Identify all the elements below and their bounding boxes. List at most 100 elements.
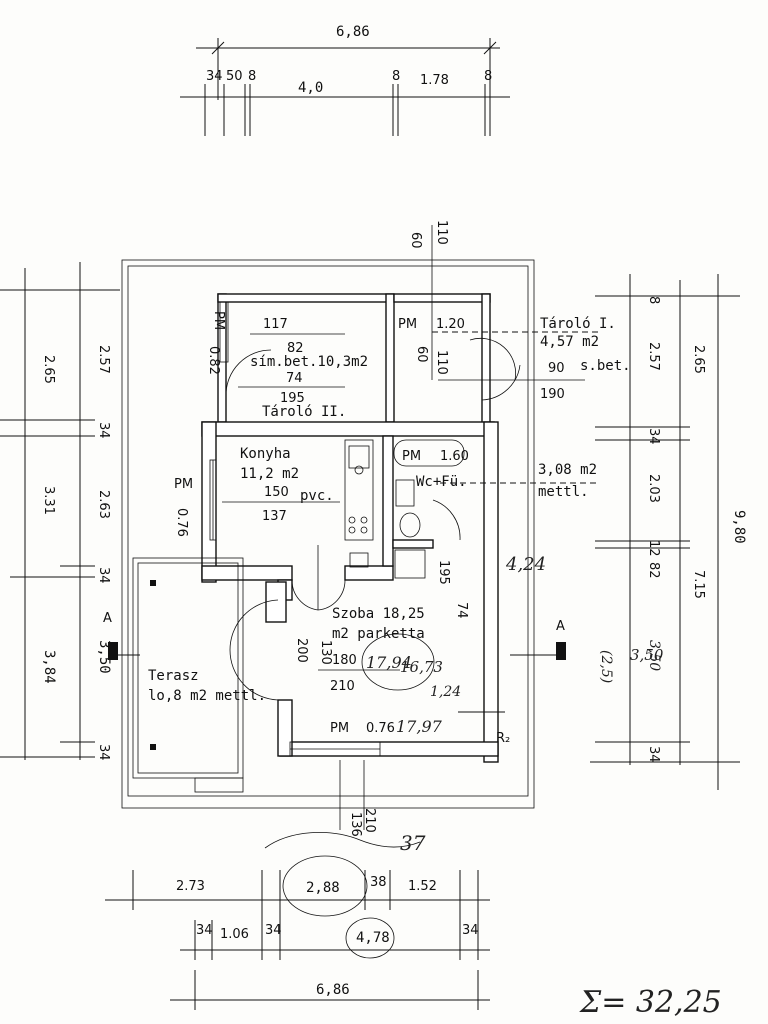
label-110: 110 bbox=[434, 350, 449, 375]
terasz-name: Terasz bbox=[148, 668, 199, 684]
dim-right-82: 82 bbox=[646, 562, 661, 579]
terrace bbox=[132, 557, 244, 793]
dim-bottom-38: 38 bbox=[370, 875, 387, 890]
label-bottom-136: 136 bbox=[348, 812, 363, 837]
label-74: 74 bbox=[286, 371, 303, 386]
dim-top-8b: 8 bbox=[392, 69, 400, 84]
dim-bottom-1-06: 1.06 bbox=[220, 927, 249, 942]
handwritten-annotations: 4,24 17,94 16,73 1,24 17,97 3,50 (2,5) 3… bbox=[264, 554, 722, 1020]
label-74-szoba: 74 bbox=[454, 602, 469, 619]
terasz-area: lo,8 m2 mettl. bbox=[148, 688, 266, 704]
top-dimension-chain: 6,86 34 50 8 4,0 8 1.78 8 bbox=[180, 24, 510, 136]
label-top-60: 60 bbox=[408, 232, 423, 249]
left-dimension-chains: 2.65 3.31 3,84 2.57 34 2.63 34 3,50 34 bbox=[0, 262, 120, 761]
hw-37: 37 bbox=[400, 831, 426, 855]
label-0-76-left: 0.76 bbox=[174, 508, 189, 537]
bottom-dimension-chains: 2.73 2,88 38 1.52 34 1.06 34 4,78 34 6,8… bbox=[105, 870, 490, 1010]
room-labels: sím.bet.10,3m2 Tároló II. Tároló I. 4,57… bbox=[148, 316, 631, 704]
dim-left-34c: 34 bbox=[96, 744, 111, 761]
wc-fixtures bbox=[394, 479, 426, 579]
konyha-floor: pvc. bbox=[300, 488, 334, 504]
opening-labels: 60 110 136 210 PM 0.82 117 82 74 195 PM … bbox=[174, 220, 585, 837]
pm-konyha: PM bbox=[174, 477, 193, 492]
pm-082: 0.82 bbox=[206, 346, 221, 375]
hw-17-94: 17,94 bbox=[366, 653, 412, 672]
tarolo1-name: Tároló I. bbox=[540, 316, 616, 332]
dim-top-overall: 6,86 bbox=[336, 24, 370, 40]
dim-left-34a: 34 bbox=[96, 422, 111, 439]
dim-bottom-2-73: 2.73 bbox=[176, 879, 205, 894]
dim-bottom-overall: 6,86 bbox=[316, 982, 350, 998]
axis-lines bbox=[339, 225, 600, 830]
szoba-line2: m2 parketta bbox=[332, 626, 425, 642]
windows bbox=[209, 301, 465, 757]
dim-right-34a: 34 bbox=[646, 428, 661, 445]
label-130: 130 bbox=[318, 640, 333, 665]
label-117: 117 bbox=[263, 317, 288, 332]
dim-bottom-2-88: 2,88 bbox=[306, 880, 340, 896]
tarolo2-area: sím.bet.10,3m2 bbox=[250, 354, 368, 370]
tarolo2-name: Tároló II. bbox=[262, 404, 346, 420]
label-90: 90 bbox=[548, 361, 565, 376]
label-195-szoba: 195 bbox=[436, 560, 451, 585]
label-210: 210 bbox=[330, 679, 355, 694]
hw-3-50: 3,50 bbox=[630, 646, 664, 664]
section-a-right: A bbox=[556, 619, 565, 634]
konyha-name: Konyha bbox=[240, 446, 291, 462]
dim-right-3-50: 3,50 bbox=[646, 640, 662, 671]
pm-szoba: PM bbox=[330, 721, 349, 736]
wc-name: Wc+Fü. bbox=[416, 474, 467, 490]
dim-right-7-15: 7.15 bbox=[691, 570, 706, 599]
hw-17-97: 17,97 bbox=[396, 717, 443, 736]
dim-top-8c: 8 bbox=[484, 69, 492, 84]
section-markers: A A R₂ bbox=[103, 611, 566, 746]
dim-left-2-57: 2.57 bbox=[96, 345, 111, 374]
label-195: 195 bbox=[280, 391, 305, 406]
site-frame bbox=[121, 259, 535, 809]
label-top-110: 110 bbox=[434, 220, 449, 245]
dim-right-9-80: 9,80 bbox=[731, 510, 747, 544]
dim-bottom-34c: 34 bbox=[462, 923, 479, 938]
hw-2-5: (2,5) bbox=[598, 650, 614, 683]
dim-top-4-0: 4,0 bbox=[298, 80, 323, 96]
hw-1-24: 1,24 bbox=[430, 684, 461, 700]
label-60: 60 bbox=[414, 346, 429, 363]
dim-bottom-1-52: 1.52 bbox=[408, 879, 437, 894]
hw-4-24: 4,24 bbox=[505, 554, 546, 575]
dim-bottom-34a: 34 bbox=[196, 923, 213, 938]
label-150: 150 bbox=[264, 485, 289, 500]
tarolo1-area: 4,57 m2 bbox=[540, 334, 599, 350]
dim-right-12: 12 bbox=[646, 540, 661, 557]
dim-top-8a: 8 bbox=[248, 69, 256, 84]
konyha-area: 11,2 m2 bbox=[240, 466, 299, 482]
label-200: 200 bbox=[294, 638, 309, 663]
wc-area: 3,08 m2 bbox=[538, 462, 597, 478]
label-bottom-210: 210 bbox=[362, 808, 377, 833]
dim-right-34b: 34 bbox=[646, 746, 661, 763]
dim-right-2-03: 2.03 bbox=[646, 474, 661, 503]
label-180: 180 bbox=[332, 653, 357, 668]
label-1-20: 1.20 bbox=[436, 317, 465, 332]
label-0-76-bottom: 0.76 bbox=[366, 721, 395, 736]
pm-tarolo2: PM bbox=[211, 311, 226, 330]
dim-right-8: 8 bbox=[646, 296, 661, 304]
kitchen-fixtures bbox=[344, 439, 374, 568]
dim-top-1-78: 1.78 bbox=[420, 73, 449, 88]
szoba-line1: Szoba 18,25 bbox=[332, 606, 425, 622]
walls bbox=[201, 293, 499, 763]
dim-top-50: 50 bbox=[226, 69, 243, 84]
dim-left-3-84: 3,84 bbox=[41, 650, 57, 684]
label-190: 190 bbox=[540, 387, 565, 402]
pm-tarolo1: PM bbox=[398, 317, 417, 332]
dim-left-2-63: 2.63 bbox=[96, 490, 111, 519]
dim-left-34b: 34 bbox=[96, 567, 111, 584]
pm-wc: PM bbox=[402, 449, 421, 464]
right-dimension-chains: 8 2.57 34 2.03 12 82 3,50 34 2.65 7.15 9… bbox=[590, 274, 747, 790]
wc-floor: mettl. bbox=[538, 484, 589, 500]
dim-right-2-65: 2.65 bbox=[691, 345, 706, 374]
tarolo1-floor: s.bet. bbox=[580, 358, 631, 374]
door-swings bbox=[225, 337, 521, 701]
dim-top-34: 34 bbox=[206, 69, 223, 84]
